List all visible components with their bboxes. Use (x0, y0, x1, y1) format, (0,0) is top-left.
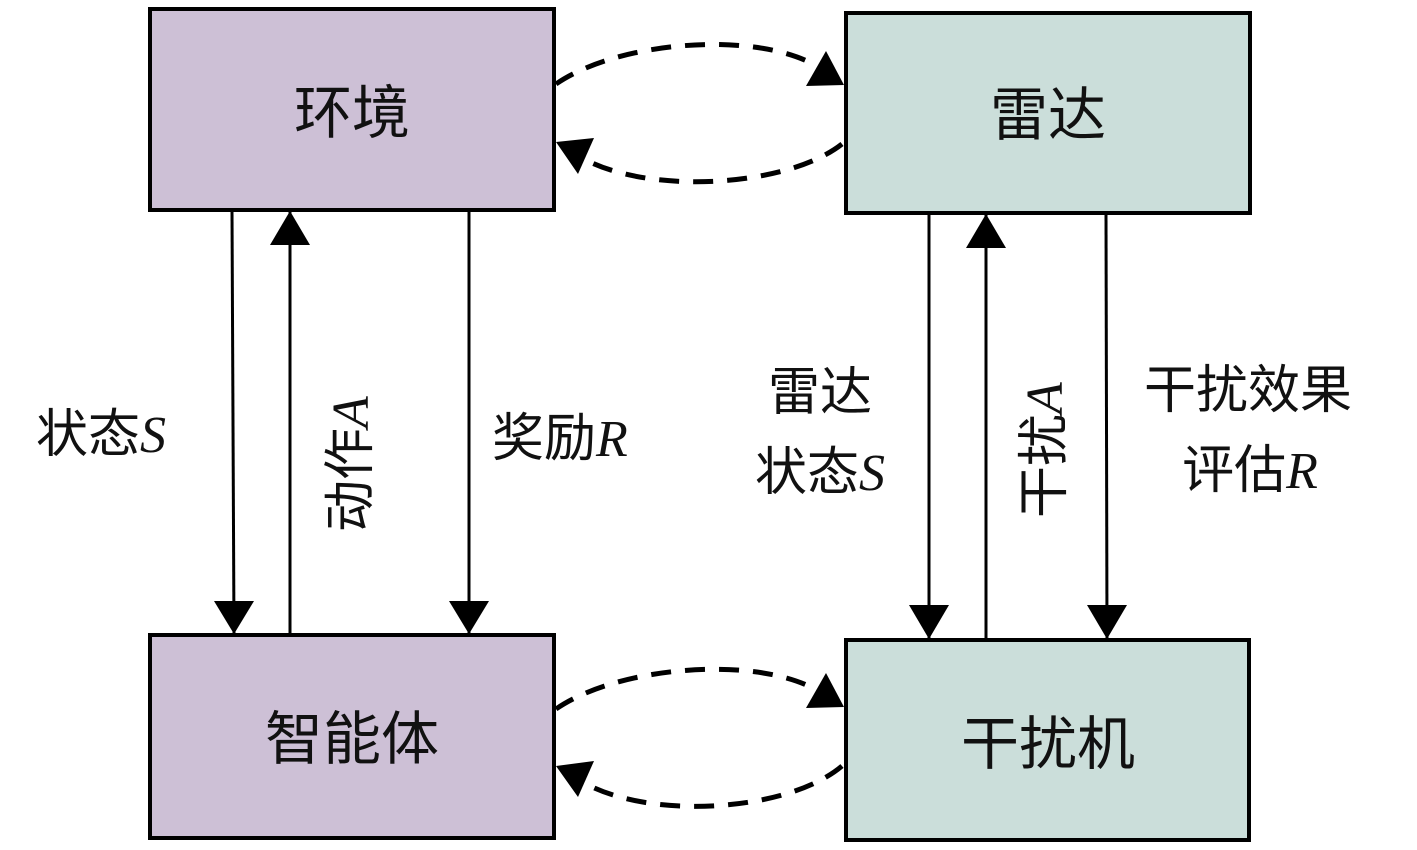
reward-label: 奖励R (492, 409, 628, 469)
radar-label: 雷达 (990, 81, 1106, 149)
bottom-dashed-exchange (554, 666, 844, 809)
reward-label-var: R (595, 411, 628, 468)
reward-label-text: 奖励 (492, 409, 596, 469)
action-label: 动作A (321, 396, 381, 532)
jammer-to-agent-arrowhead-icon (556, 761, 594, 797)
right-edges (909, 213, 1127, 640)
jamming-action-label: 干扰A (1015, 382, 1075, 518)
jamming-action-label-var: A (1017, 382, 1074, 417)
env-to-radar-arrowhead-icon (806, 51, 844, 86)
environment-box (148, 7, 556, 212)
action-label-text: 动作 (321, 428, 381, 532)
jamming-eval-label-line1: 干扰效果 (1144, 361, 1352, 421)
jamming-action-label-rotated: 干扰A (1015, 382, 1075, 518)
radar-to-env-arrowhead-icon (556, 138, 594, 174)
jamming-eval-label-line2: 评估R (1182, 441, 1318, 501)
jamming-eval-label-text: 评估 (1182, 441, 1286, 501)
top-dashed-exchange (554, 42, 844, 185)
state-label-var: S (140, 407, 166, 464)
agent-to-jammer-dashed-line (554, 666, 822, 712)
env-to-radar-dashed-line (554, 42, 822, 87)
radar-state-label-text: 状态 (755, 443, 859, 503)
jamming-action-arrowhead-icon (966, 214, 1006, 248)
action-label-rotated: 动作A (321, 396, 381, 532)
jammer-box (844, 638, 1251, 842)
agent-to-jammer-arrowhead-icon (806, 673, 844, 708)
jammer-label: 干扰机 (961, 710, 1135, 778)
left-edges (214, 210, 489, 635)
radar-node: 雷达 (844, 11, 1252, 215)
jamming-eval-arrow-line (1104, 213, 1109, 640)
radar-box (844, 11, 1252, 215)
action-arrowhead-icon (270, 211, 310, 245)
radar-to-env-dashed-line (588, 142, 844, 185)
agent-box (148, 633, 556, 840)
state-label: 状态S (36, 405, 166, 465)
jamming-eval-arrowhead-icon (1087, 605, 1127, 639)
jammer-to-agent-dashed-line (588, 764, 844, 809)
state-arrowhead-icon (214, 601, 254, 634)
environment-node: 环境 (148, 7, 556, 212)
environment-label: 环境 (294, 79, 410, 147)
radar-state-arrowhead-icon (909, 605, 949, 639)
state-arrow-line (230, 210, 236, 635)
radar-state-label-var: S (859, 445, 885, 502)
reward-arrowhead-icon (449, 601, 489, 634)
agent-label: 智能体 (265, 705, 439, 773)
jammer-node: 干扰机 (844, 638, 1251, 842)
agent-node: 智能体 (148, 633, 556, 840)
jamming-eval-label-var: R (1285, 443, 1318, 500)
radar-state-label-line2: 状态S (755, 443, 885, 503)
jamming-action-label-text: 干扰 (1015, 414, 1075, 518)
action-label-var: A (323, 396, 380, 431)
radar-state-label-line1: 雷达 (768, 363, 872, 423)
state-label-text: 状态 (36, 405, 140, 465)
